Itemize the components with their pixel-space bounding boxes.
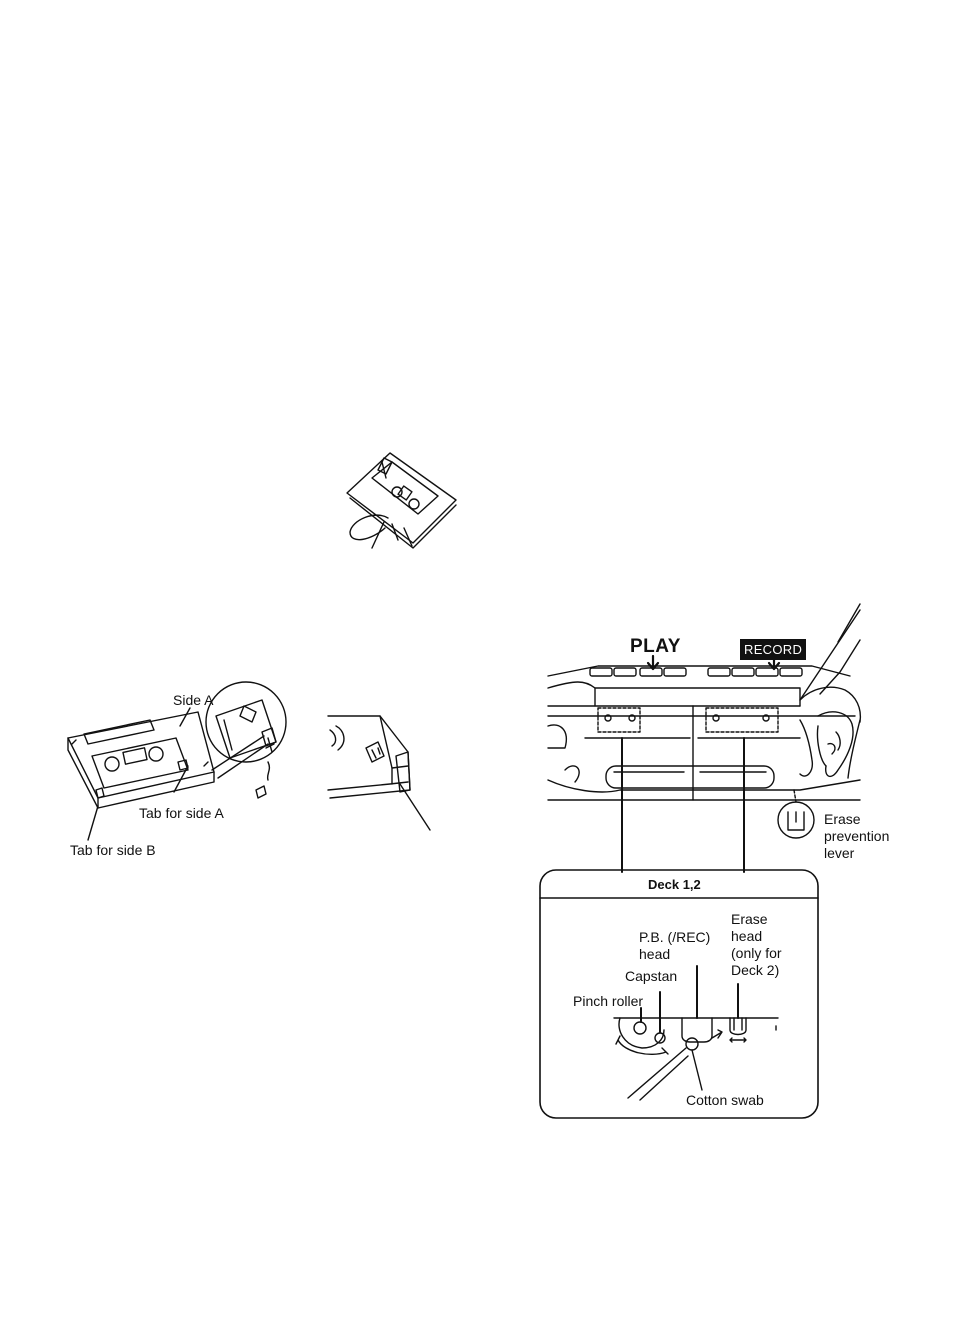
capstan-label: Capstan (625, 968, 677, 985)
tab-side-a-label: Tab for side A (139, 805, 224, 822)
erase-head-label: Erase head (only for Deck 2) (731, 911, 782, 979)
record-label: RECORD (740, 639, 806, 660)
side-a-label: Side A (173, 692, 213, 709)
tape-deck-illustration (548, 604, 860, 872)
pb-rec-head-label: P.B. (/REC) head (639, 929, 710, 963)
erase-prevention-lever-label: Erase prevention lever (824, 811, 889, 862)
deck-title: Deck 1,2 (648, 876, 701, 893)
pinch-roller-label: Pinch roller (573, 993, 643, 1010)
cotton-swab-label: Cotton swab (686, 1092, 764, 1109)
cassette-pencil-illustration (347, 453, 456, 548)
tab-side-b-label: Tab for side B (70, 842, 156, 859)
play-label: PLAY (630, 638, 681, 655)
cassette-taped-hole-illustration (328, 716, 430, 830)
